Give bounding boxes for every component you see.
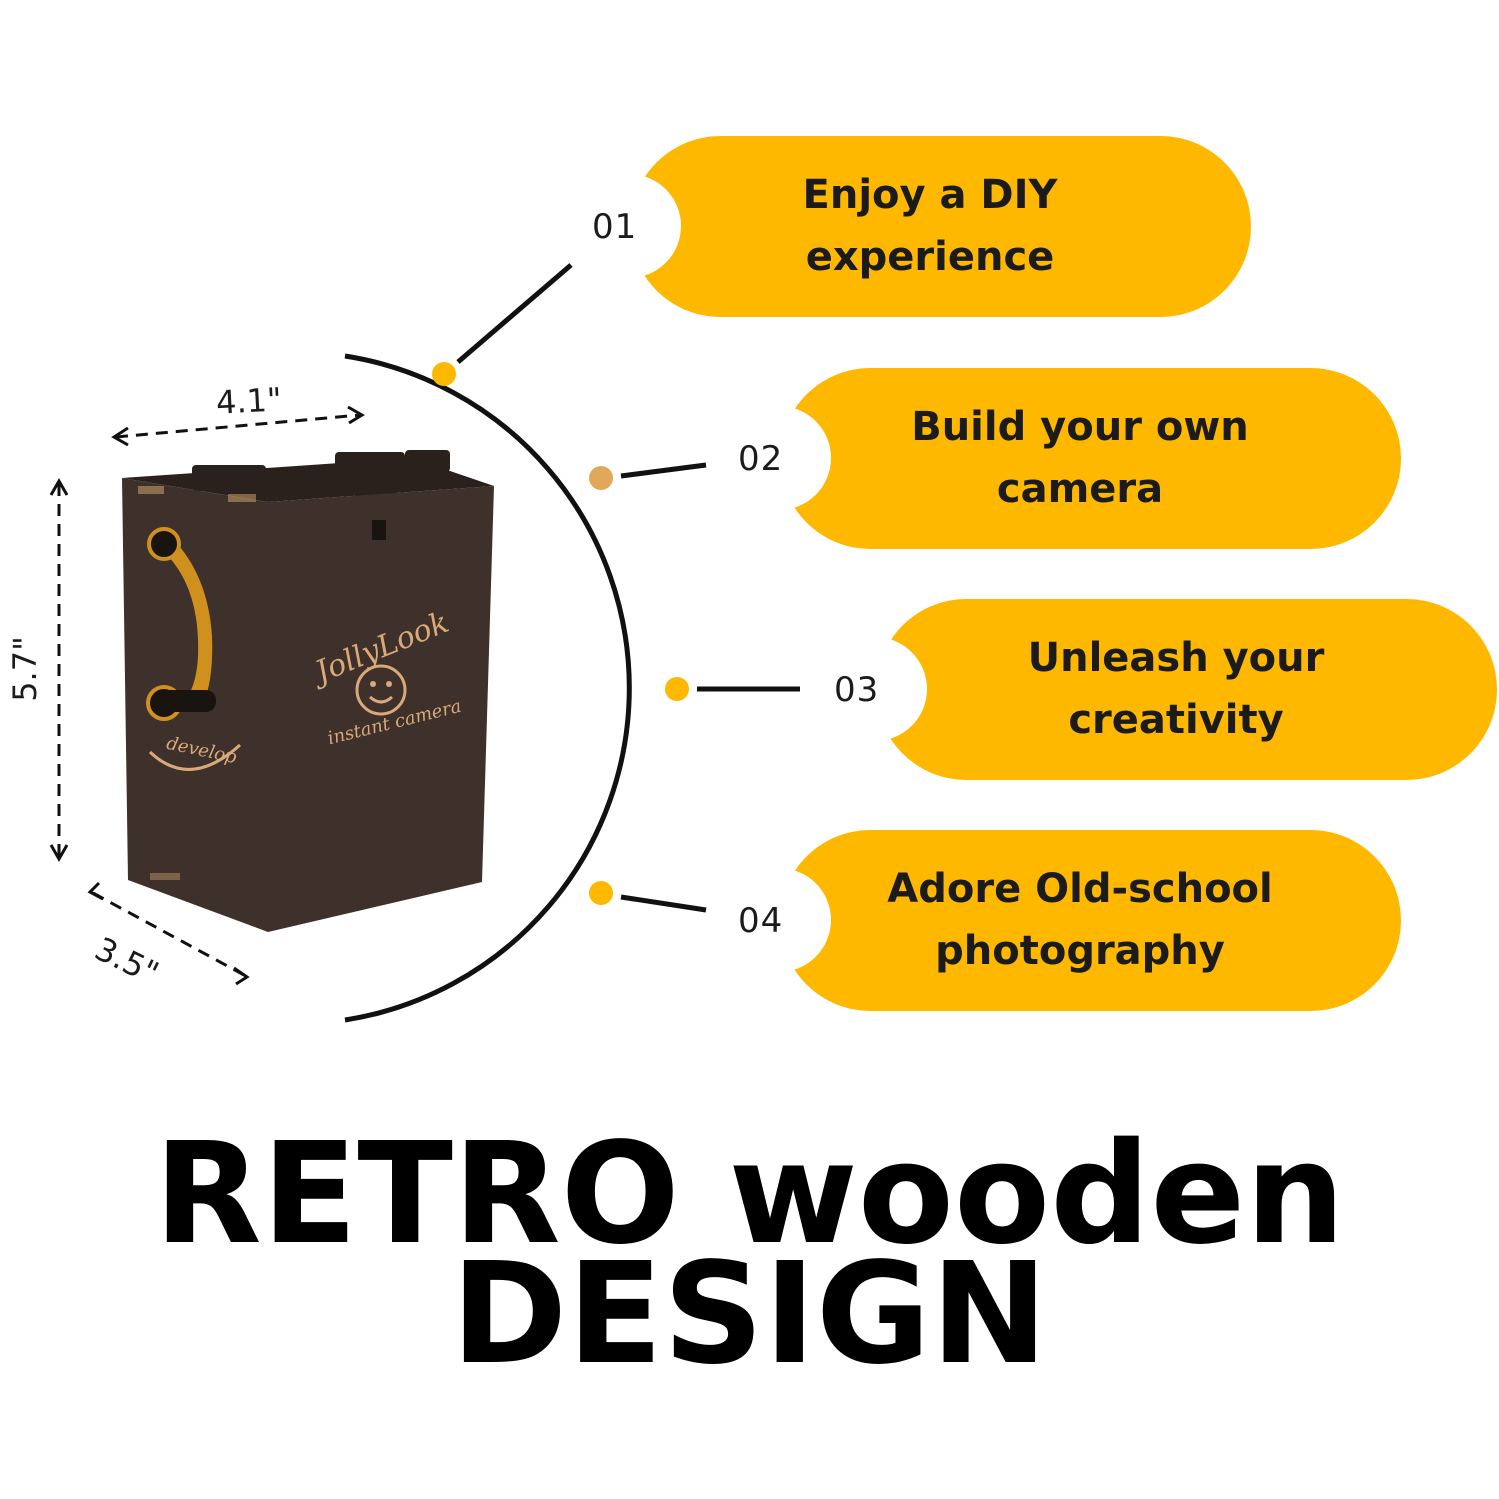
feature-text-01-line1: Enjoy a DIY: [802, 172, 1058, 218]
feature-text-02-line1: Build your own: [911, 404, 1249, 450]
connector-line-01: [456, 263, 573, 364]
headline-line2: DESIGN: [451, 1233, 1048, 1396]
connector-dot-03: [665, 677, 689, 701]
feature-text-03-line1: Unleash your: [1027, 635, 1325, 681]
feature-pill-01: [577, 136, 1251, 317]
connector-line-02: [620, 462, 707, 479]
feature-text-01-line2: experience: [805, 234, 1055, 280]
feature-number-01: 01: [592, 207, 638, 247]
smiley-face-icon: [355, 664, 407, 716]
connector-dot-04: [589, 881, 613, 905]
feature-pill-02: [727, 368, 1401, 549]
width-label: 4.1": [215, 380, 283, 422]
camera-box: [122, 450, 494, 932]
connector-dot-02: [589, 466, 613, 490]
connector-line-04: [620, 894, 707, 913]
feature-text-03-line2: creativity: [1068, 697, 1284, 743]
feature-text-02: Build your own camera: [840, 396, 1320, 520]
feature-text-04: Adore Old-school photography: [840, 858, 1320, 982]
connector-arc: [344, 353, 632, 1023]
depth-arrow: [87, 881, 250, 986]
headline-line1: RETRO wooden: [153, 1113, 1346, 1276]
feature-text-04-line1: Adore Old-school: [887, 866, 1273, 912]
feature-number-02: 02: [738, 439, 784, 479]
feature-number-04: 04: [738, 901, 784, 941]
connector-dot-01: [432, 362, 456, 386]
feature-text-01: Enjoy a DIY experience: [690, 164, 1170, 288]
height-label: 5.7": [5, 636, 44, 702]
feature-text-04-line2: photography: [935, 928, 1225, 974]
feature-pill-03: [823, 599, 1497, 780]
feature-pill-04: [727, 830, 1401, 1011]
feature-number-03: 03: [834, 670, 880, 710]
height-arrow: [49, 477, 69, 863]
width-arrow: [111, 405, 365, 447]
feature-text-03: Unleash your creativity: [936, 627, 1416, 751]
crank-handle: [146, 527, 216, 721]
feature-text-02-line2: camera: [996, 466, 1164, 512]
